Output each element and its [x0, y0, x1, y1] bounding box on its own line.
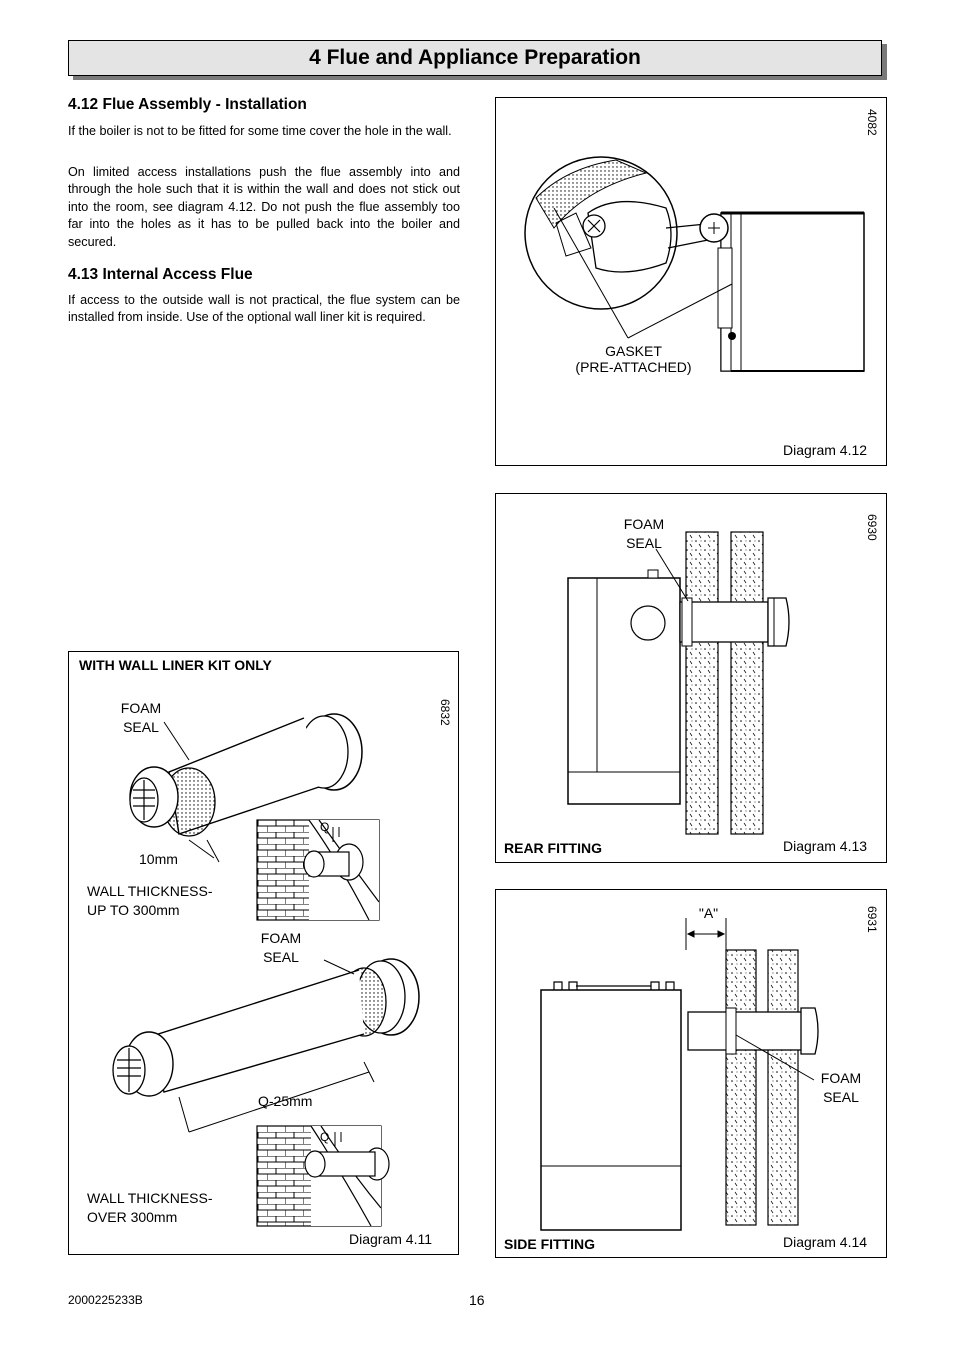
- wall-thickness-lower-line2: OVER 300mm: [87, 1209, 178, 1225]
- diagram-4-11-ref: 6832: [438, 699, 452, 726]
- paragraph-4-12-1: If the boiler is not to be fitted for so…: [68, 124, 452, 138]
- diagram-4-11: WITH WALL LINER KIT ONLY 6832 FOAM SEAL …: [68, 651, 459, 1255]
- heading-4-13: 4.13 Internal Access Flue: [68, 266, 253, 283]
- boiler-body: [567, 577, 681, 805]
- diagram-4-11-caption: Diagram 4.11: [349, 1231, 433, 1247]
- diagram-4-14: 6931 "A" FOAM SEAL SIDE FITTING Diagram …: [495, 889, 887, 1258]
- lower-flue-kit: [112, 958, 420, 1133]
- diagram-4-13-drawing: [567, 531, 790, 835]
- dimension-a-label: "A": [698, 905, 719, 921]
- flue-pipe: [679, 601, 769, 643]
- lower-wall-inset: [256, 1125, 390, 1227]
- heading-4-12: 4.12 Flue Assembly - Installation: [68, 96, 307, 113]
- foam-seal-label-line1: FOAM: [820, 1070, 862, 1086]
- foam-seal-upper-line1: FOAM: [120, 700, 162, 716]
- page-title: 4 Flue and Appliance Preparation: [309, 46, 641, 69]
- wall-inner-leaf: [725, 949, 757, 1226]
- diagram-4-13-caption: Diagram 4.13: [783, 838, 868, 854]
- flue-terminal: [800, 1007, 819, 1055]
- dimension-10mm: 10mm: [139, 851, 178, 867]
- diagram-4-12-caption: Diagram 4.12: [783, 442, 868, 458]
- wall-thickness-lower-line1: WALL THICKNESS-: [87, 1190, 213, 1206]
- diagram-4-13: 6930 FOAM SEAL REAR FITTING Diagram 4.13: [495, 493, 887, 863]
- gasket-label-line2: (PRE-ATTACHED): [575, 359, 692, 375]
- boiler-gauge-icon: [630, 605, 666, 641]
- q-mark-lower: Q: [320, 1130, 330, 1144]
- diagram-4-12-drawing: [524, 156, 865, 372]
- diagram-4-11-title: WITH WALL LINER KIT ONLY: [79, 657, 272, 673]
- diagram-4-13-title: REAR FITTING: [504, 840, 602, 856]
- paragraph-4-12-2: On limited access installations push the…: [68, 165, 460, 249]
- boiler-body: [540, 989, 682, 1231]
- diagram-4-12-ref: 4082: [865, 109, 879, 136]
- diagram-4-14-title: SIDE FITTING: [504, 1236, 595, 1252]
- foam-seal-label-line2: SEAL: [823, 1089, 859, 1105]
- section-title-bar: 4 Flue and Appliance Preparation: [68, 40, 882, 76]
- page-number: 16: [469, 1292, 485, 1308]
- foam-seal-lower-line2: SEAL: [263, 949, 299, 965]
- upper-flue-kit: [129, 713, 363, 863]
- diagram-4-14-drawing: [540, 918, 819, 1231]
- diagram-4-14-caption: Diagram 4.14: [783, 1234, 868, 1250]
- wall-outer-leaf: [767, 949, 799, 1226]
- wall-inner-leaf: [685, 531, 719, 835]
- diagram-4-11-drawing: [112, 713, 420, 1227]
- diagram-4-13-ref: 6930: [865, 514, 879, 541]
- wall-thickness-upper-line1: WALL THICKNESS-: [87, 883, 213, 899]
- flue-pipe: [687, 1011, 807, 1051]
- diagram-4-14-ref: 6931: [865, 906, 879, 933]
- wall-thickness-upper-line2: UP TO 300mm: [87, 902, 180, 918]
- dimension-q-25mm: Q-25mm: [258, 1093, 313, 1109]
- gasket-label-line1: GASKET: [605, 343, 662, 359]
- upper-wall-inset: [256, 819, 380, 921]
- q-mark-upper: Q: [320, 820, 330, 834]
- diagram-4-12: 4082 GASKET (PRE-ATTACHED) Diagram 4.12: [495, 97, 887, 466]
- foam-seal-upper-line2: SEAL: [123, 719, 159, 735]
- document-number: 2000225233B: [68, 1293, 143, 1307]
- foam-seal-label-line2: SEAL: [626, 535, 662, 551]
- paragraph-4-13-1: If access to the outside wall is not pra…: [68, 293, 460, 325]
- flue-terminal: [767, 597, 790, 647]
- wall-outer-leaf: [730, 531, 764, 835]
- foam-seal-label-line1: FOAM: [623, 516, 665, 532]
- foam-seal-lower-line1: FOAM: [260, 930, 302, 946]
